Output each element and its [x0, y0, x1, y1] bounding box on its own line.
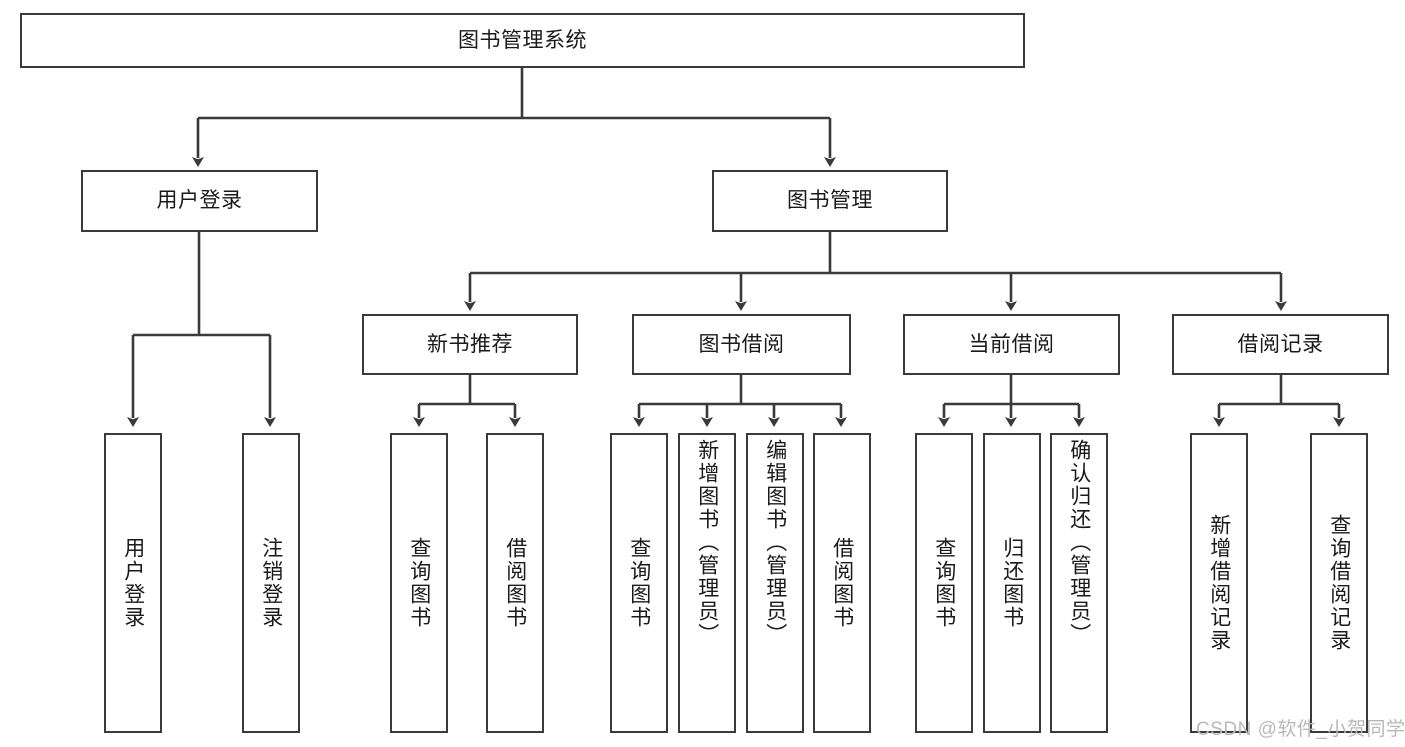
leaf-user-logout[interactable]: 注销登录 [242, 433, 300, 733]
node-label: 新增借阅记录 [1207, 514, 1231, 652]
node-label: 归还图书 [1000, 537, 1024, 629]
node-label: 图书管理 [787, 189, 873, 213]
node-book-management[interactable]: 图书管理 [712, 170, 948, 232]
node-current-borrow[interactable]: 当前借阅 [903, 314, 1120, 375]
node-label: 注销登录 [259, 537, 283, 629]
leaf-borrow-book[interactable]: 借阅图书 [813, 433, 871, 733]
leaf-query-book-recommend[interactable]: 查询图书 [390, 433, 448, 733]
leaf-add-borrow-record[interactable]: 新增借阅记录 [1190, 433, 1248, 733]
node-label: 借阅记录 [1237, 332, 1324, 356]
node-label: 用户登录 [121, 537, 145, 629]
node-label: 图书借阅 [698, 332, 785, 356]
node-label: 查询图书 [407, 537, 431, 629]
node-root-system[interactable]: 图书管理系统 [20, 13, 1025, 68]
leaf-edit-book-admin[interactable]: 编辑图书（管理员） [746, 433, 804, 733]
node-book-borrow[interactable]: 图书借阅 [632, 314, 851, 375]
node-label: 查询图书 [627, 537, 651, 629]
leaf-user-login[interactable]: 用户登录 [104, 433, 162, 733]
node-new-book-recommend[interactable]: 新书推荐 [362, 314, 578, 375]
leaf-query-book-current[interactable]: 查询图书 [915, 433, 973, 733]
leaf-query-borrow-record[interactable]: 查询借阅记录 [1310, 433, 1368, 733]
node-label: 查询图书 [932, 537, 956, 629]
node-label: 新书推荐 [427, 332, 513, 356]
node-label: 借阅图书 [830, 537, 854, 629]
node-label: 当前借阅 [968, 332, 1055, 356]
node-user-login[interactable]: 用户登录 [81, 170, 318, 232]
node-label: 用户登录 [156, 189, 243, 213]
leaf-add-book-admin[interactable]: 新增图书（管理员） [678, 433, 736, 733]
watermark-text: CSDN @软件_小贺同学 [1196, 719, 1405, 740]
node-label: 编辑图书（管理员） [763, 439, 787, 646]
leaf-query-book-borrow[interactable]: 查询图书 [610, 433, 668, 733]
node-label: 借阅图书 [503, 537, 527, 629]
node-borrow-records[interactable]: 借阅记录 [1172, 314, 1389, 375]
node-label: 新增图书（管理员） [695, 439, 719, 646]
leaf-borrow-book-recommend[interactable]: 借阅图书 [486, 433, 544, 733]
node-label: 图书管理系统 [458, 28, 587, 52]
node-label: 确认归还（管理员） [1067, 439, 1091, 646]
node-label: 查询借阅记录 [1327, 514, 1351, 652]
leaf-return-book[interactable]: 归还图书 [983, 433, 1041, 733]
leaf-confirm-return-admin[interactable]: 确认归还（管理员） [1050, 433, 1108, 733]
